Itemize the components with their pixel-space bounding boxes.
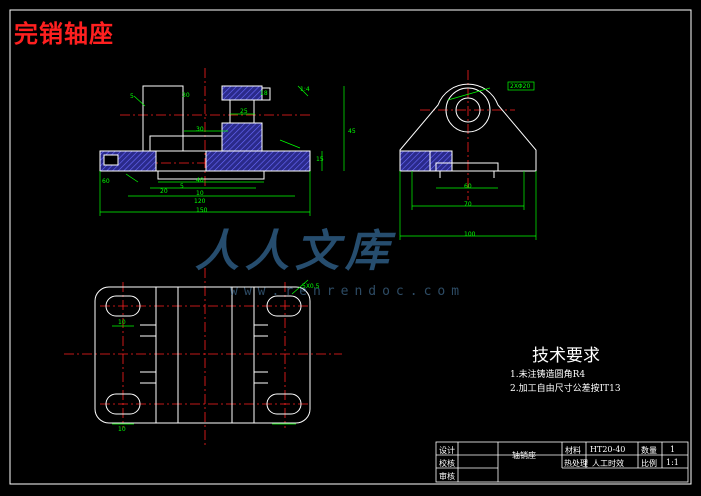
dimension-value: 18 — [260, 90, 268, 97]
title-block-label-review: 审核 — [439, 472, 455, 481]
title-block-label-scale: 比例 — [641, 459, 657, 468]
dimension-value: 150 — [196, 207, 208, 214]
dimension-value: 2XΦ20 — [510, 83, 531, 90]
title-block-qty: 1 — [670, 445, 676, 454]
top-view-dimensions — [112, 279, 309, 425]
dimension-value: 40 — [196, 177, 204, 184]
dimension-value: 25 — [240, 108, 248, 115]
dimension-value: 60 — [102, 178, 110, 185]
drawing-frame — [9, 9, 692, 485]
title-block-label-material: 材料 — [565, 446, 581, 455]
title-block-label-check: 校核 — [439, 459, 455, 468]
dimension-value: 30 — [196, 126, 204, 133]
dimension-value: 20 — [160, 188, 168, 195]
title-block-material: HT20-40 — [590, 445, 626, 454]
dimension-value: 45 — [348, 128, 356, 135]
front-view-dimensions — [99, 85, 345, 216]
dimension-value: 10 — [118, 426, 126, 433]
dimension-value: 10 — [196, 190, 204, 197]
dimension-value: 120 — [194, 198, 206, 205]
title-block-process: 人工时效 — [592, 459, 624, 468]
dimension-value: 30 — [182, 92, 190, 99]
watermark-url: www.renrendoc.com — [230, 284, 466, 299]
dimension-value: 100 — [464, 231, 476, 238]
dimension-value: 60 — [464, 183, 472, 190]
front-view — [99, 68, 311, 186]
title-block-scale: 1:1 — [666, 458, 679, 467]
tech-requirements-heading: 技术要求 — [532, 346, 600, 366]
dimension-value: 15 — [316, 156, 324, 163]
title-block — [435, 441, 689, 483]
tech-requirement-item: 1.未注铸造圆角R4 — [510, 370, 586, 380]
title-block-label-process: 热处理 — [564, 459, 588, 468]
watermark-text: 人人文库 — [195, 226, 395, 277]
dimension-value: 5 — [130, 93, 134, 100]
dimension-value: 70 — [464, 201, 472, 208]
side-view — [399, 70, 537, 200]
title-block-label-design: 设计 — [439, 446, 455, 455]
side-view-dimensions — [399, 81, 537, 240]
title-block-part-name: 轴销座 — [512, 451, 536, 460]
dimension-value: 5X0.5 — [302, 283, 320, 290]
drawing-title: 完销轴座 — [14, 20, 114, 48]
dimension-value: 1:4 — [300, 86, 310, 93]
dimension-value: 5 — [180, 183, 184, 190]
dimension-value: 10 — [118, 319, 126, 326]
tech-requirement-item: 2.加工自由尺寸公差按IT13 — [510, 384, 621, 394]
top-view — [64, 268, 342, 445]
title-block-label-qty: 数量 — [641, 446, 657, 455]
